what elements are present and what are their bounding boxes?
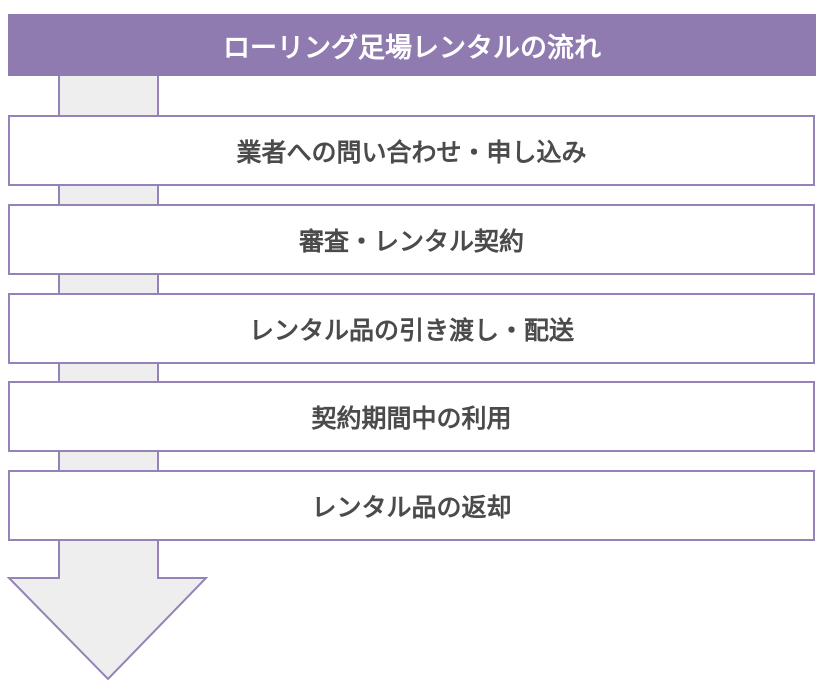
- step-2: 審査・レンタル契約: [8, 204, 815, 275]
- step-3: レンタル品の引き渡し・配送: [8, 293, 815, 364]
- step-4: 契約期間中の利用: [8, 381, 815, 452]
- step-5: レンタル品の返却: [8, 470, 815, 541]
- step-1: 業者への問い合わせ・申し込み: [8, 115, 815, 186]
- page-title: ローリング足場レンタルの流れ: [8, 14, 816, 76]
